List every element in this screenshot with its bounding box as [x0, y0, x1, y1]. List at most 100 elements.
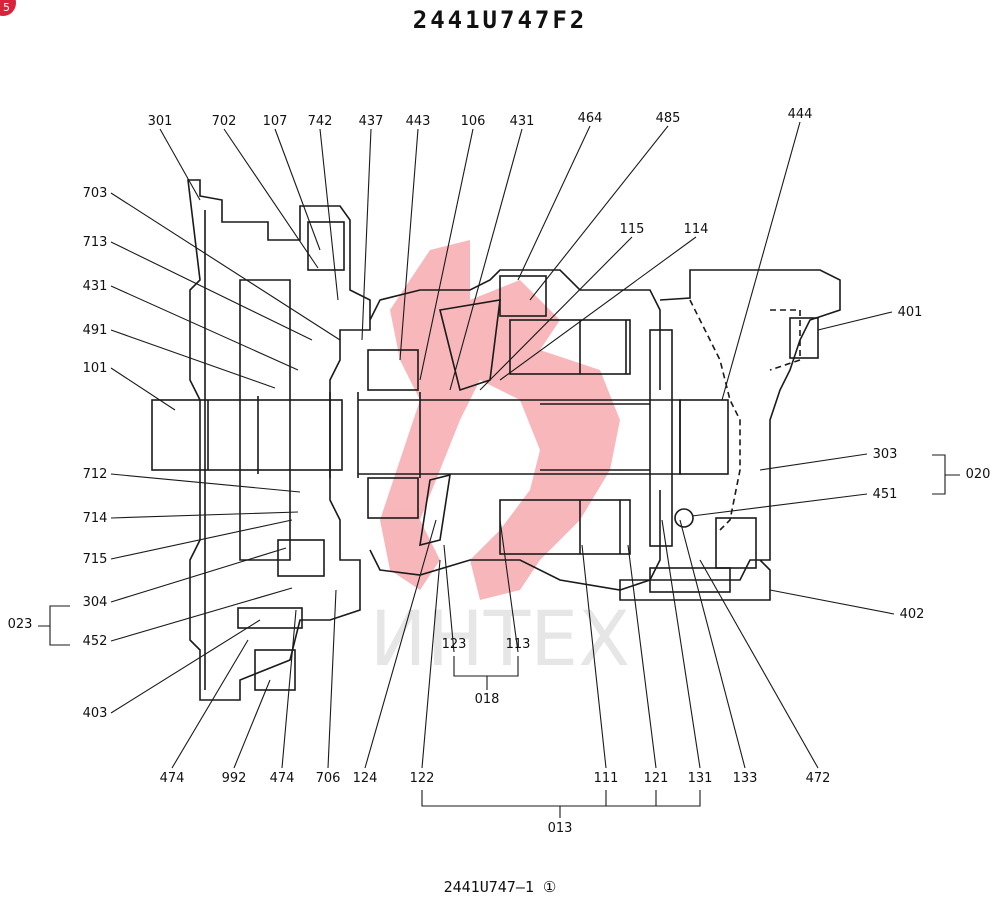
bracket-020: [932, 454, 960, 495]
leader-line-121: [627, 544, 657, 769]
leader-line-706: [327, 589, 337, 769]
leader-line-401: [817, 311, 893, 331]
leader-line-431b: [110, 285, 299, 371]
callout-label-451: 451: [873, 487, 898, 502]
leader-line-431a: [449, 128, 523, 391]
plug-401: [789, 317, 819, 359]
callout-label-444: 444: [788, 107, 813, 122]
leader-line-443: [399, 128, 419, 361]
leader-line-106: [419, 128, 474, 381]
leader-line-123: [443, 544, 455, 653]
leader-line-712: [110, 473, 301, 493]
callout-label-114: 114: [684, 222, 709, 237]
callout-label-111: 111: [594, 771, 619, 786]
callout-label-702: 702: [212, 114, 237, 129]
leader-line-714: [110, 511, 299, 519]
left-housing-inner: [204, 210, 291, 690]
leader-line-444: [721, 121, 801, 401]
bracket-013: [421, 790, 701, 818]
callout-label-491: 491: [83, 323, 108, 338]
leader-line-474b: [281, 609, 297, 769]
middle-casing: [369, 269, 661, 591]
callout-label-018: 018: [475, 692, 500, 707]
leader-line-715: [110, 519, 293, 560]
piston-block-upper: [509, 319, 631, 375]
leader-line-702: [223, 128, 319, 269]
plug-403: [237, 607, 303, 629]
callout-label-401: 401: [898, 305, 923, 320]
callout-label-714: 714: [83, 511, 108, 526]
end-cap: [679, 399, 729, 475]
leader-line-114: [499, 236, 697, 381]
leader-line-437: [361, 128, 372, 341]
callout-label-106: 106: [461, 114, 486, 129]
callout-label-706: 706: [316, 771, 341, 786]
leader-line-122: [421, 559, 441, 769]
plug-992: [254, 649, 296, 691]
callout-label-133: 133: [733, 771, 758, 786]
callout-label-023: 023: [8, 617, 33, 632]
callout-label-474a: 474: [160, 771, 185, 786]
leader-line-301: [159, 128, 201, 201]
watermark-emblem: [380, 240, 620, 600]
callout-label-123: 123: [442, 637, 467, 652]
callout-label-403: 403: [83, 706, 108, 721]
leader-line-303: [759, 453, 868, 471]
diagram-title: 2441U747F2: [412, 6, 588, 34]
bolt-464: [499, 275, 547, 317]
callout-label-115: 115: [620, 222, 645, 237]
callout-label-742: 742: [308, 114, 333, 129]
callout-label-472: 472: [806, 771, 831, 786]
callout-label-464: 464: [578, 111, 603, 126]
callout-label-303: 303: [873, 447, 898, 462]
callout-label-304: 304: [83, 595, 108, 610]
leader-line-992: [233, 679, 271, 769]
callout-label-101: 101: [83, 361, 108, 376]
group-brackets: [38, 454, 960, 818]
output-shaft: [151, 399, 343, 471]
callout-label-013: 013: [548, 821, 573, 836]
leader-line-452: [110, 587, 293, 642]
bearing-upper: [367, 349, 419, 391]
callout-label-301: 301: [148, 114, 173, 129]
leader-line-472: [699, 559, 819, 769]
callout-label-020: 020: [966, 467, 991, 482]
plug-472: [715, 517, 757, 569]
callout-label-113: 113: [506, 637, 531, 652]
leader-line-115: [479, 236, 633, 391]
callout-label-474b: 474: [270, 771, 295, 786]
leader-line-124: [364, 519, 437, 769]
callout-label-107: 107: [263, 114, 288, 129]
bearing-lower: [367, 477, 419, 519]
leader-line-113: [499, 519, 519, 653]
right-cover-dashed: [689, 299, 801, 531]
callout-label-437: 437: [359, 114, 384, 129]
right-cover: [619, 269, 841, 601]
leader-line-491: [110, 329, 276, 389]
motor-outline: [151, 179, 841, 701]
valve-plate: [649, 329, 673, 547]
leader-line-304: [110, 547, 287, 603]
leader-line-474a: [171, 639, 249, 769]
callout-label-452: 452: [83, 634, 108, 649]
callout-label-402: 402: [900, 607, 925, 622]
watermark-text: ИНТЕХ: [370, 594, 631, 683]
leader-line-451: [691, 493, 868, 517]
leader-line-703: [110, 192, 341, 341]
leader-line-131: [661, 519, 701, 769]
leader-line-464: [517, 125, 591, 281]
left-housing: [187, 179, 371, 701]
leader-line-107: [274, 128, 321, 251]
piston-block-lower: [499, 499, 631, 555]
leader-lines: [110, 121, 895, 769]
callout-label-713: 713: [83, 235, 108, 250]
piston-rods: [579, 320, 627, 554]
callout-label-712: 712: [83, 467, 108, 482]
callout-label-485: 485: [656, 111, 681, 126]
bracket-023: [38, 605, 70, 646]
callout-label-121: 121: [644, 771, 669, 786]
leader-line-713: [110, 241, 313, 341]
leader-line-485: [529, 125, 669, 301]
